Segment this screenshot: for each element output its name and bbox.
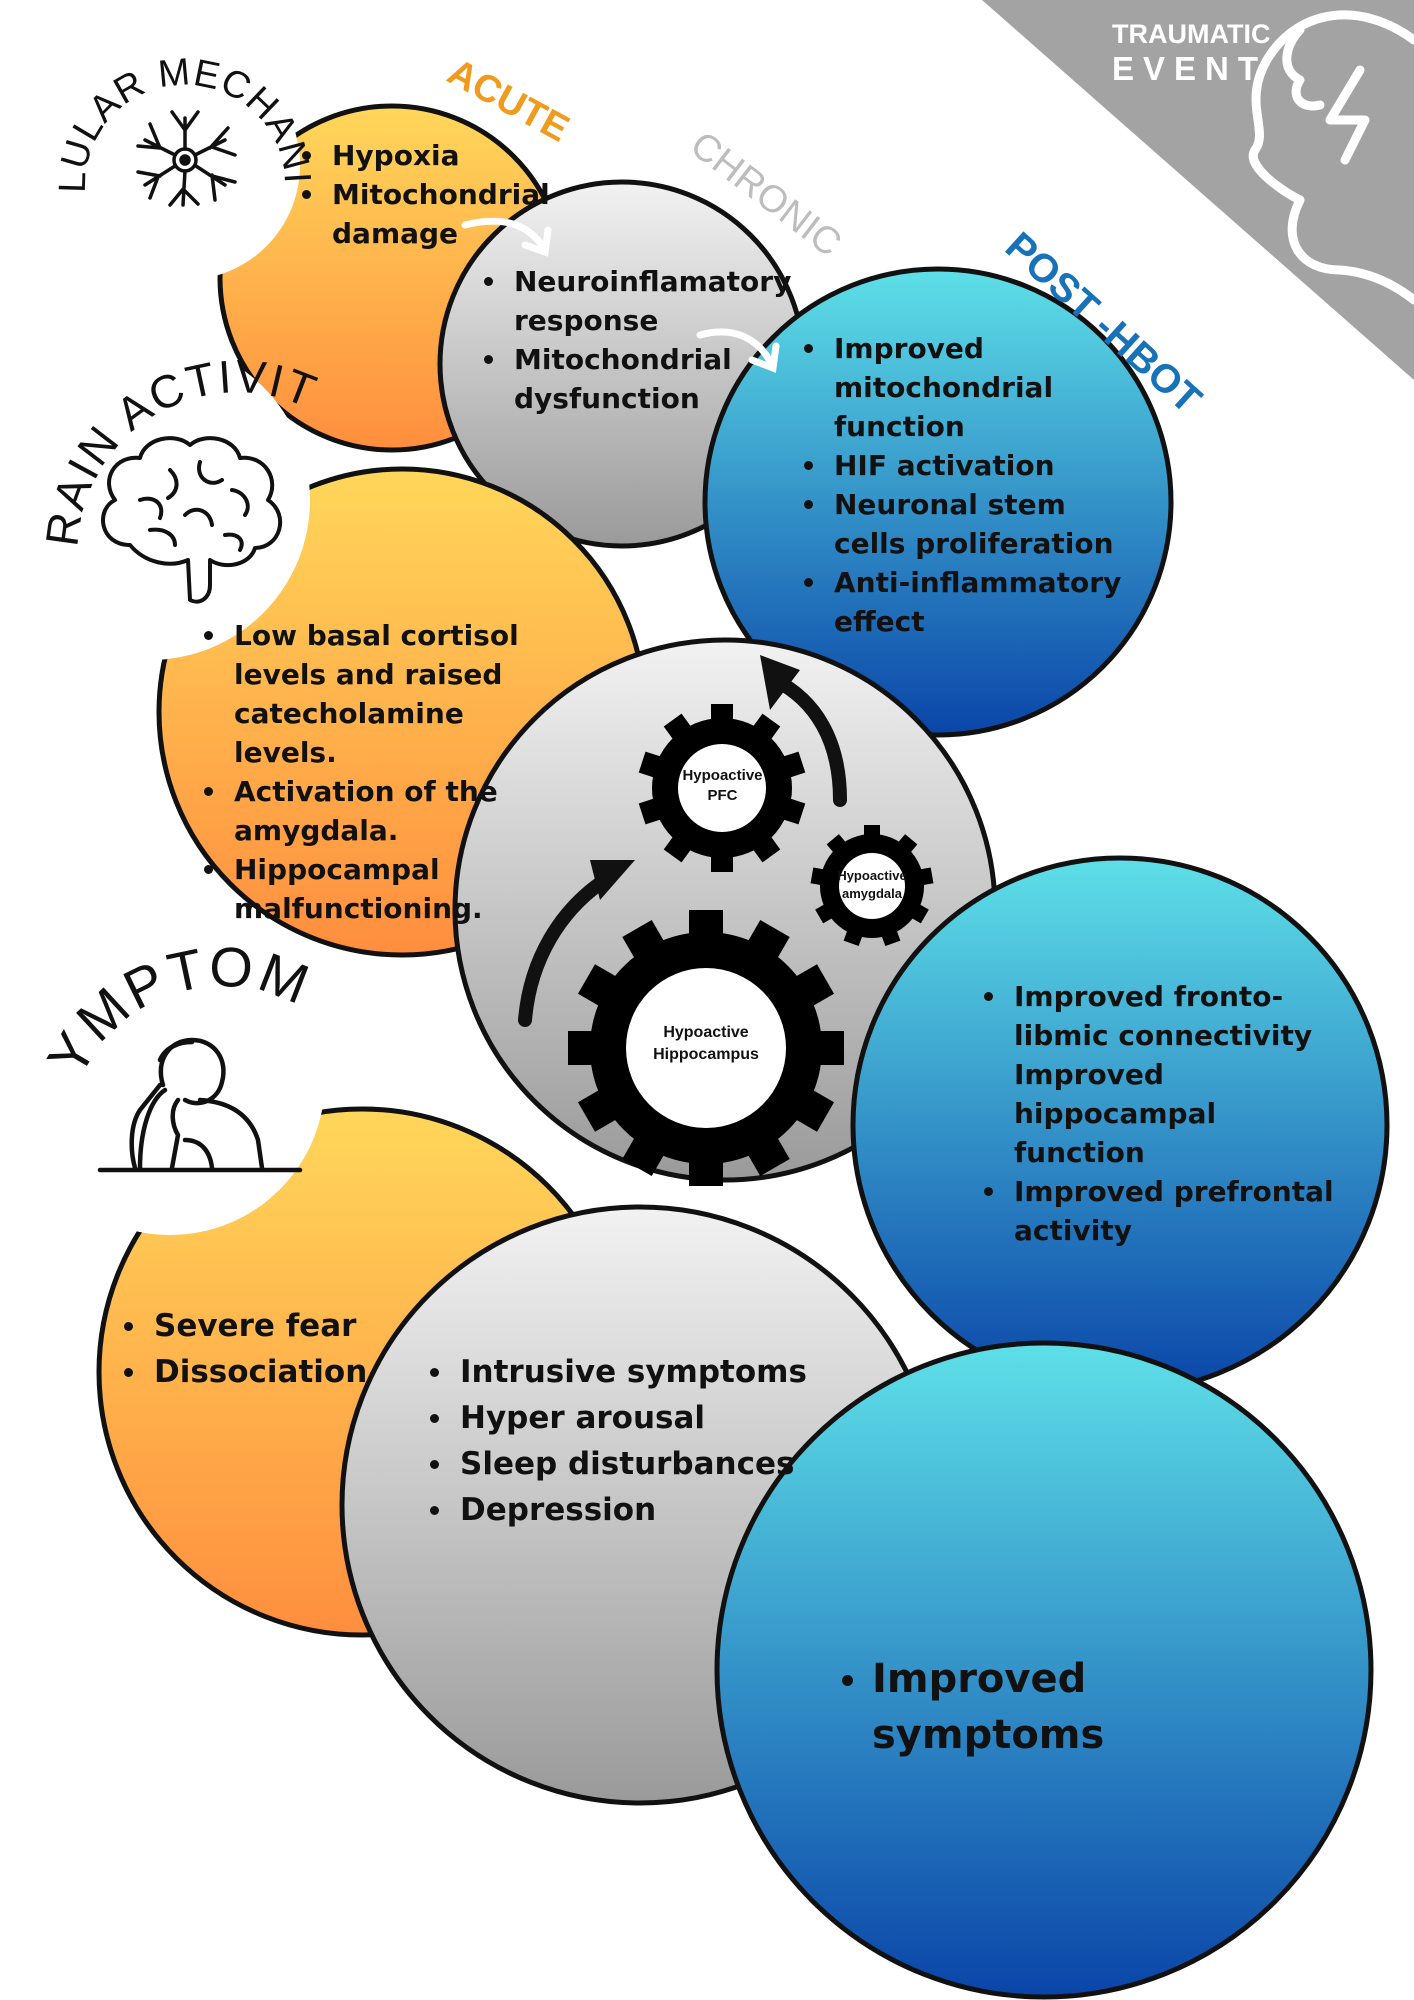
gear-tooth [663, 834, 693, 863]
brain-hbot-line: Improved hippocampal function [1014, 1058, 1217, 1169]
gear-tooth [781, 797, 806, 825]
brain-acute-text: Low basal cortisol levels and raised cat… [198, 616, 533, 928]
symp-hbot-item: Improved symptoms [836, 1651, 1296, 1763]
gear-tooth [622, 919, 665, 960]
arrow-chronic-to-hbot [696, 328, 780, 373]
brain-acute-item: Hippocampal malfunctioning. [198, 850, 533, 928]
cell-chronic-item: Neuroinflamatory response [478, 262, 791, 340]
gear-tooth [818, 1031, 844, 1065]
cell-chronic-item: Mitochondrial dysfunction [478, 340, 788, 418]
gear-tooth [880, 928, 901, 947]
gear-arrow-upper [768, 673, 847, 807]
gear-tooth [751, 834, 781, 863]
gear-tooth [689, 1160, 723, 1186]
brain-acute-item: Low basal cortisol levels and raised cat… [198, 616, 533, 772]
gear-tooth [622, 1136, 665, 1177]
gear-tooth [917, 867, 934, 886]
gear-tooth [638, 797, 663, 825]
gear-arrow-lower [518, 873, 612, 1027]
gear-tooth [711, 704, 733, 722]
symp-acute-text: Severe fear Dissociation [118, 1303, 388, 1395]
cell-hbot-item: Neuronal stem cells proliferation [798, 485, 1128, 563]
gear-tooth [815, 903, 835, 924]
gear-tooth [909, 903, 929, 924]
gear-label-amygdala: Hypoactive amygdala [837, 868, 907, 901]
arrow-acute-to-chronic [461, 217, 552, 257]
symp-title-circle [15, 925, 325, 1235]
gear-tooth [794, 1089, 835, 1132]
gear-tooth [577, 1089, 618, 1132]
gear-tooth [896, 834, 918, 855]
cell-hbot-item: Improved mitochondrial function [798, 329, 1128, 446]
gear-teeth [568, 704, 934, 1186]
cell-hbot-item: Anti-inflammatory effect [798, 563, 1128, 641]
brain-hbot-item: Improved prefrontal activity [978, 1172, 1338, 1250]
gear-tooth [781, 751, 806, 779]
brain-icon [101, 436, 283, 604]
gear-tooth [794, 964, 835, 1007]
symp-chronic-item: Intrusive symptoms [424, 1349, 824, 1395]
gear-tooth [826, 834, 848, 855]
gear-tooth [663, 713, 693, 742]
gear-arrow-lower-head [590, 860, 635, 900]
head-lightning-icon [1248, 10, 1414, 305]
gear-tooth [711, 854, 733, 872]
cell-hbot-item: HIF activation [798, 446, 1128, 485]
gear-tooth [689, 910, 723, 936]
gear-label-pfc: Hypoactive PFC [682, 767, 763, 804]
cell-hbot-circle [702, 266, 1174, 738]
gear-label-hippocampus: Hypoactive Hippocampus [653, 1024, 759, 1063]
gear-tooth [843, 928, 864, 947]
gear-tooth [864, 825, 880, 838]
brain-hbot-item: Improved fronto-libmic connectivity [978, 977, 1338, 1055]
gear-tooth [810, 867, 827, 886]
cell-acute-item: Mitochondrial damage [296, 175, 566, 253]
gear-tooth [747, 1136, 790, 1177]
traumatic-line1: TRAUMATIC [1112, 19, 1271, 49]
traumatic-event-corner [982, 0, 1414, 380]
symp-chronic-item: Sleep disturbances [424, 1441, 824, 1487]
brain-acute-item: Activation of the amygdala. [198, 772, 533, 850]
traumatic-line2: EVENT [1112, 50, 1268, 87]
neuron-icon [136, 110, 237, 207]
traumatic-event-label: TRAUMATIC EVENT [1112, 18, 1270, 88]
symp-chronic-text: Intrusive symptoms Hyper arousal Sleep d… [424, 1349, 824, 1533]
symp-chronic-item: Hyper arousal [424, 1395, 824, 1441]
gear-tooth [577, 964, 618, 1007]
symp-acute-item: Severe fear [118, 1303, 388, 1349]
cell-acute-item: Hypoxia [296, 136, 566, 175]
gear-tooth [568, 1031, 594, 1065]
gear-arrow-upper-head [760, 655, 800, 710]
person-thinking-icon [97, 1037, 303, 1173]
cell-chronic-text: Neuroinflamatory response Mitochondrial … [478, 262, 791, 418]
symp-hbot-circle [714, 1340, 1374, 2000]
symp-chronic-item: Depression [424, 1487, 824, 1533]
cell-hbot-text: Improved mitochondrial function HIF acti… [798, 329, 1128, 641]
gear-tooth [751, 713, 781, 742]
gear-tooth [638, 751, 663, 779]
gear-tooth [747, 919, 790, 960]
symp-hbot-text: Improved symptoms [836, 1651, 1296, 1763]
cell-acute-text: Hypoxia Mitochondrial damage [296, 136, 566, 253]
symp-acute-item: Dissociation [118, 1349, 388, 1395]
brain-hbot-text: Improved fronto-libmic connectivity Impr… [978, 977, 1338, 1250]
